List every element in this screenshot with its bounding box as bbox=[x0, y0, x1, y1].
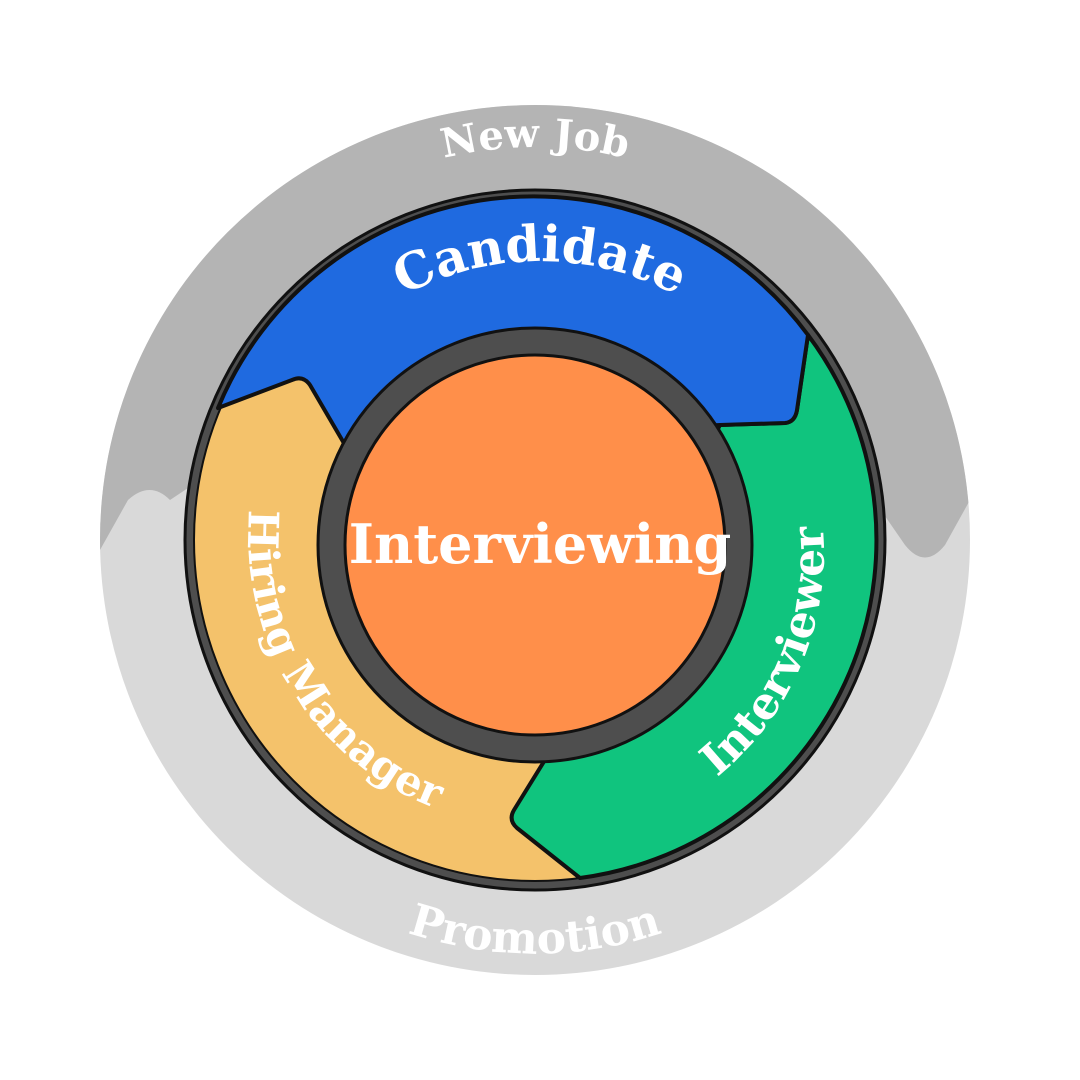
center-label: Interviewing bbox=[349, 512, 732, 576]
center-circle bbox=[343, 353, 727, 737]
